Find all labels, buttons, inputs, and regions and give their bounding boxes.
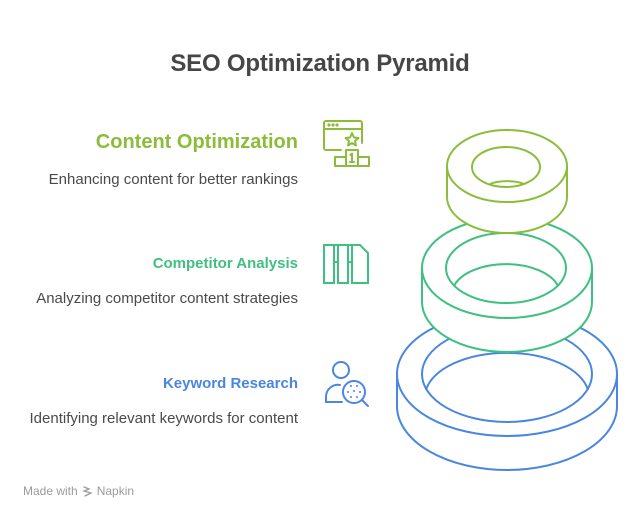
ring-keyword-research-outer-side — [396, 374, 618, 471]
browser-star-podium-icon — [320, 117, 372, 169]
ring-keyword-research-inner-top — [421, 325, 593, 423]
footer-brand-name: Napkin — [96, 484, 135, 498]
level-label-competitor-analysis: Competitor Analysis — [152, 255, 298, 272]
ring-competitor-analysis-inner-top — [445, 232, 567, 304]
ring-content-optimization — [446, 129, 568, 234]
bookshelf-icon — [320, 240, 372, 292]
ring-content-optimization-outer-side — [446, 166, 568, 234]
ring-competitor-analysis-outer-top — [421, 217, 593, 319]
level-description-keyword-research: Identifying relevant keywords for conten… — [29, 410, 298, 427]
level-label-keyword-research: Keyword Research — [162, 375, 298, 392]
level-description-competitor-analysis: Analyzing competitor content strategies — [36, 290, 298, 307]
level-label-content-optimization: Content Optimization — [95, 131, 298, 153]
ring-content-optimization-inner-wall — [489, 180, 525, 185]
ring-content-optimization-inner-top — [471, 146, 541, 188]
ring-keyword-research-inner-wall — [425, 351, 589, 391]
ring-content-optimization-outer-top — [446, 129, 568, 203]
user-magnifier-icon — [320, 358, 372, 410]
ring-keyword-research-outer-top — [396, 311, 618, 437]
footer-attribution: Made with Napkin — [23, 484, 134, 498]
napkin-logo-icon — [81, 486, 93, 497]
ring-competitor-analysis-inner-wall — [453, 263, 559, 287]
page-title: SEO Optimization Pyramid — [170, 50, 470, 77]
footer-made-with: Made with — [23, 484, 78, 498]
ring-keyword-research — [396, 311, 618, 471]
level-description-content-optimization: Enhancing content for better rankings — [48, 171, 298, 188]
ring-competitor-analysis-outer-side — [421, 268, 593, 353]
napkin-brand[interactable]: Napkin — [81, 484, 135, 498]
ring-competitor-analysis — [421, 217, 593, 353]
